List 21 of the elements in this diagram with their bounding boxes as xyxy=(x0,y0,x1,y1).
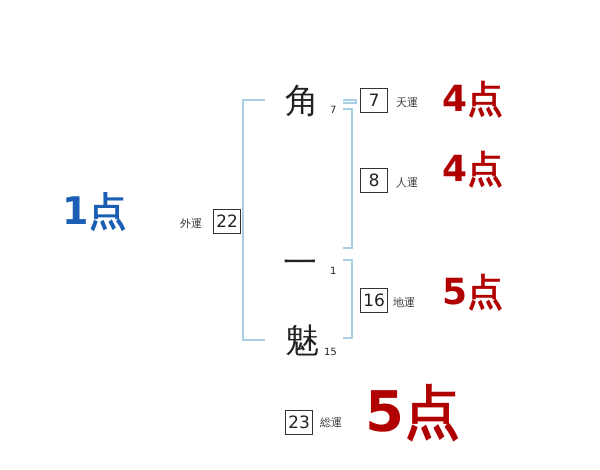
number-box: 22 xyxy=(213,209,241,234)
fortune-label: 総運 xyxy=(320,417,342,428)
score-text: 1点 xyxy=(62,192,126,230)
score-text: 4点 xyxy=(442,82,504,118)
number-box: 8 xyxy=(360,168,388,193)
stroke-count: 15 xyxy=(324,348,337,358)
name-character: 角 xyxy=(285,84,319,118)
number-box: 7 xyxy=(360,88,388,113)
number-box: 16 xyxy=(360,288,388,313)
score-text: 5点 xyxy=(365,385,460,441)
score-text: 5点 xyxy=(442,275,504,311)
name-character: 一 xyxy=(283,246,317,280)
fortune-label: 地運 xyxy=(393,297,415,308)
score-text: 4点 xyxy=(442,152,504,188)
fortune-label: 外運 xyxy=(180,218,202,229)
fortune-label: 人運 xyxy=(396,177,418,188)
fortune-label: 天運 xyxy=(396,97,418,108)
number-box: 23 xyxy=(285,410,313,435)
stroke-count: 1 xyxy=(330,267,336,277)
stroke-count: 7 xyxy=(330,106,336,116)
name-character: 魅 xyxy=(285,324,319,358)
